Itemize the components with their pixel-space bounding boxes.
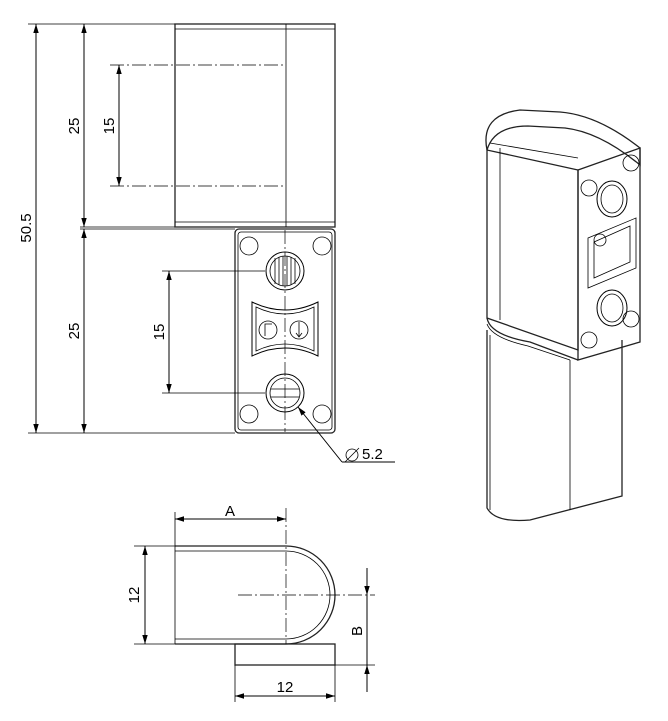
dim-upper-height: 25 [66, 118, 83, 135]
dim-lower-height: 25 [66, 323, 83, 340]
isometric-view [485, 109, 641, 522]
dim-offset-b: B [349, 626, 366, 636]
dim-width-a: A [225, 503, 235, 520]
dim-base-width: 12 [277, 679, 294, 696]
dim-lower-pitch: 15 [151, 324, 168, 341]
diameter-leader [297, 406, 395, 463]
top-view: A 12 B 12 [126, 503, 375, 702]
dim-hole-diameter: 5.2 [362, 446, 383, 463]
upper-knuckle [174, 23, 336, 228]
lower-plate [234, 228, 336, 434]
adjustment-window [251, 301, 319, 357]
front-view: 50.5 25 15 25 15 5.2 [18, 23, 395, 463]
dim-total-height: 50.5 [18, 213, 35, 242]
dim-upper-pitch: 15 [101, 118, 118, 135]
dim-depth: 12 [126, 587, 143, 604]
